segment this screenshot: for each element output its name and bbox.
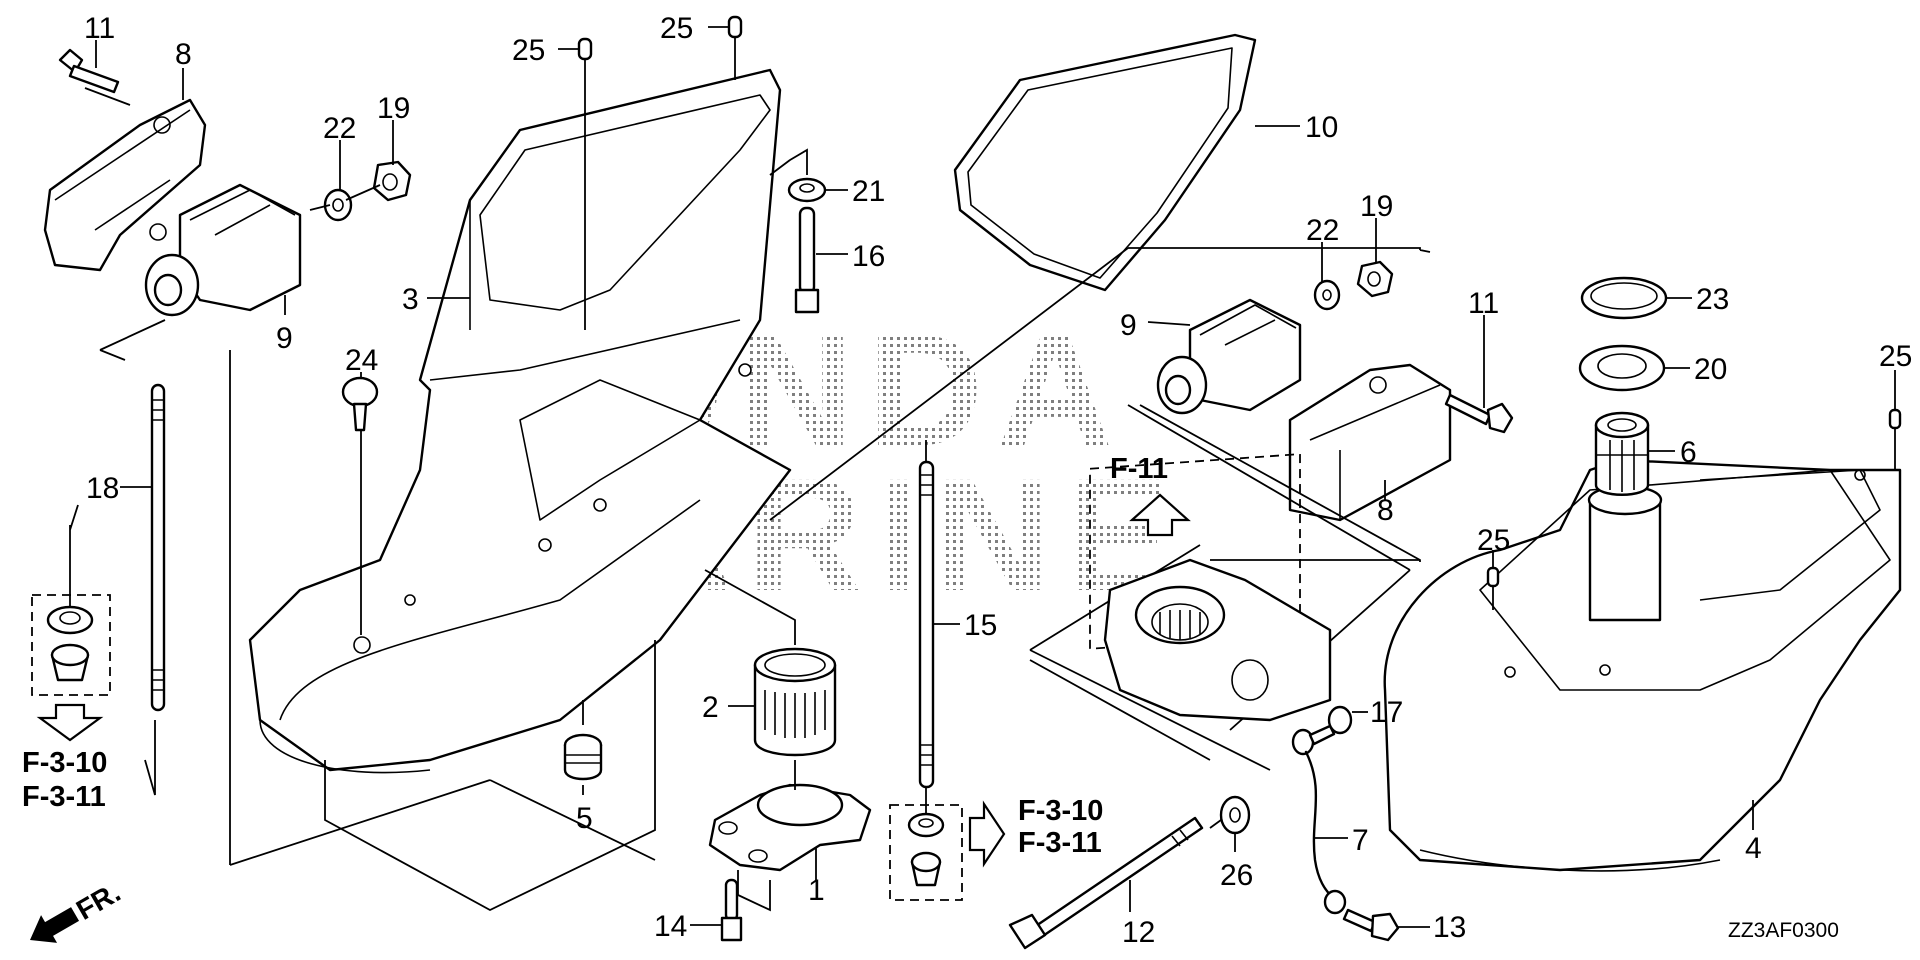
callout-15[interactable]: 15 <box>964 609 997 642</box>
callout-26[interactable]: 26 <box>1220 859 1253 892</box>
part-dowel-pin-25c[interactable] <box>1888 408 1902 430</box>
callout-1[interactable]: 1 <box>808 874 825 907</box>
part-dowel-pin-25a[interactable] <box>577 37 593 61</box>
part-nut-19-left[interactable] <box>372 160 412 202</box>
part-washer-20[interactable] <box>1578 344 1666 392</box>
up-arrow-icon[interactable] <box>1129 493 1191 537</box>
callout-9-right[interactable]: 9 <box>1120 309 1137 342</box>
callout-13[interactable]: 13 <box>1433 911 1466 944</box>
callout-23[interactable]: 23 <box>1696 283 1729 316</box>
callout-25-right-top[interactable]: 25 <box>1879 340 1912 373</box>
part-bolt-12[interactable] <box>1008 816 1204 950</box>
callout-10[interactable]: 10 <box>1305 111 1338 144</box>
ref-box-left <box>31 594 111 696</box>
callout-21[interactable]: 21 <box>852 175 885 208</box>
callout-25-top-b[interactable]: 25 <box>660 12 693 45</box>
part-bearing-2[interactable] <box>753 647 837 757</box>
part-bolt-11-left[interactable] <box>58 48 120 94</box>
part-seal-ring[interactable] <box>953 33 1257 292</box>
part-washer-26[interactable] <box>1219 795 1251 835</box>
part-mount-rubber-right[interactable] <box>1156 298 1302 415</box>
leader-bracket-case <box>229 350 656 912</box>
part-grommet-left-box <box>50 643 90 682</box>
leader-26 <box>1209 819 1236 852</box>
callout-11-left[interactable]: 11 <box>84 12 115 45</box>
part-ground-cable-7[interactable] <box>1291 728 1347 915</box>
ref-center-f-3-11[interactable]: F-3-11 <box>1018 827 1102 859</box>
callout-18[interactable]: 18 <box>86 472 119 505</box>
callout-12[interactable]: 12 <box>1122 916 1155 949</box>
part-washer-22-right[interactable] <box>1313 279 1341 311</box>
callout-17[interactable]: 17 <box>1370 696 1403 729</box>
callout-19-right[interactable]: 19 <box>1360 190 1393 223</box>
leader-1 <box>737 760 817 912</box>
right-arrow-icon[interactable] <box>968 800 1006 868</box>
part-bolt-14[interactable] <box>720 878 743 942</box>
callout-7[interactable]: 7 <box>1352 824 1369 857</box>
ref-left-f-3-11[interactable]: F-3-11 <box>22 781 106 813</box>
callout-6[interactable]: 6 <box>1680 436 1697 469</box>
callout-9-left[interactable]: 9 <box>276 322 293 355</box>
part-dowel-pin-25b[interactable] <box>727 15 743 39</box>
front-label: FR. <box>71 876 126 925</box>
part-mount-bracket-left[interactable] <box>43 98 207 272</box>
part-bolt-16[interactable] <box>794 206 820 314</box>
part-screw-24[interactable] <box>341 376 379 432</box>
callout-22-right[interactable]: 22 <box>1306 214 1339 247</box>
callout-24[interactable]: 24 <box>345 344 378 377</box>
part-stud-15[interactable] <box>918 460 935 789</box>
callout-5[interactable]: 5 <box>576 802 593 835</box>
callout-8-right[interactable]: 8 <box>1377 494 1394 527</box>
part-bushing-6[interactable] <box>1594 411 1650 496</box>
leader-stud-18-arrow <box>144 720 156 796</box>
callout-2[interactable]: 2 <box>702 691 719 724</box>
front-direction-indicator: FR. <box>30 876 126 943</box>
part-mount-rubber-left[interactable] <box>144 183 302 317</box>
leader-9-right <box>1147 321 1191 326</box>
part-bolt-17[interactable] <box>1308 705 1353 746</box>
leader-15 <box>925 440 960 625</box>
part-bolt-11-right[interactable] <box>1444 393 1514 434</box>
part-bolt-13[interactable] <box>1342 908 1400 942</box>
callout-25-right-mid[interactable]: 25 <box>1477 524 1510 557</box>
callout-16[interactable]: 16 <box>852 240 885 273</box>
callout-14[interactable]: 14 <box>654 910 687 943</box>
part-lower-case[interactable] <box>1383 458 1902 872</box>
part-washer-center-box <box>907 812 945 838</box>
callout-11-right[interactable]: 11 <box>1468 287 1499 320</box>
drawing-code: ZZ3AF0300 <box>1728 919 1839 942</box>
callout-labels: 11 8 22 19 9 25 25 10 21 16 3 24 18 22 1… <box>84 12 1912 949</box>
leader-2 <box>704 569 796 707</box>
front-arrow-icon <box>30 907 80 943</box>
down-arrow-icon[interactable] <box>36 703 104 742</box>
leader-25-pins <box>558 26 736 330</box>
part-nut-19-right[interactable] <box>1356 260 1394 298</box>
callout-22-left[interactable]: 22 <box>323 112 356 145</box>
part-seal-5[interactable] <box>563 733 603 781</box>
part-extension-case[interactable] <box>248 68 792 774</box>
ref-left-f-3-10[interactable]: F-3-10 <box>22 747 107 779</box>
part-grommet-center-box <box>910 851 942 887</box>
part-mount-bracket-right[interactable] <box>1288 363 1452 522</box>
callout-25-top-a[interactable]: 25 <box>512 34 545 67</box>
leader-left-box <box>69 504 79 608</box>
callout-3[interactable]: 3 <box>402 283 419 316</box>
callout-19-left[interactable]: 19 <box>377 92 410 125</box>
part-dowel-pin-25d[interactable] <box>1486 566 1500 588</box>
part-circlip-23[interactable] <box>1580 276 1668 320</box>
part-gear-housing[interactable] <box>1103 558 1332 722</box>
ref-center-f-3-10[interactable]: F-3-10 <box>1018 795 1103 827</box>
part-holder-1[interactable] <box>708 783 872 872</box>
callout-8-left[interactable]: 8 <box>175 38 192 71</box>
part-stud-bolt-18[interactable] <box>150 383 166 712</box>
callout-20[interactable]: 20 <box>1694 353 1727 386</box>
part-washer-21[interactable] <box>787 177 827 203</box>
leader-left-mount-axis <box>84 87 381 361</box>
part-washer-22-left[interactable] <box>323 188 353 222</box>
ref-f-11[interactable]: F-11 <box>1110 453 1168 485</box>
callout-4[interactable]: 4 <box>1745 832 1762 865</box>
part-washer-left-box <box>46 605 94 635</box>
leader-21-16 <box>769 148 848 255</box>
